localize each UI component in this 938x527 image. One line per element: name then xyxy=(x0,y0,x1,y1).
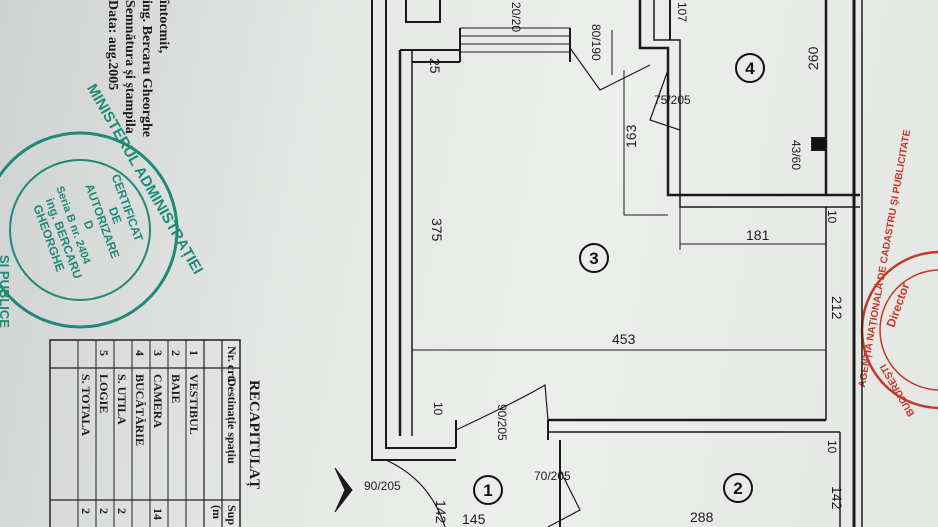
door-75-205 xyxy=(649,69,681,131)
row-3-name: CAMERA xyxy=(151,374,165,428)
dim-25: 25 xyxy=(427,58,443,74)
author-line-2: ing. Bercaru Gheorghe xyxy=(139,0,154,137)
cadastre-stamp-line-3: BUCUREȘTI xyxy=(878,362,917,418)
dim-142-b: 142 xyxy=(829,486,845,510)
table-title: RECAPITULAȚ xyxy=(246,380,262,489)
door-80-190 xyxy=(569,47,651,91)
dim-288: 288 xyxy=(690,509,714,525)
dim-20-20: 20/20 xyxy=(509,2,523,32)
dim-453: 453 xyxy=(612,331,636,347)
header-sup: Sup xyxy=(225,505,239,525)
cadastre-stamp-line-2: Director xyxy=(884,281,913,329)
header-destinatie: Destinație spațiu xyxy=(224,378,239,464)
row-3-nr: 3 xyxy=(151,350,165,356)
dim-142: 142 xyxy=(433,500,449,524)
row-5-name: S. UTILA xyxy=(115,374,129,425)
cadastre-stamp-line-1: AGENȚIA NAȚIONALĂ DE CADASTRU ȘI PUBLICI… xyxy=(855,128,913,388)
row-4-nr: 4 xyxy=(133,350,147,356)
dim-75-205: 75/205 xyxy=(654,93,691,107)
room-4-circle xyxy=(735,53,765,83)
row-1-name: VESTIBUL xyxy=(187,374,201,435)
dim-43-60: 43/60 xyxy=(789,140,803,170)
vent-43-60 xyxy=(811,137,827,151)
header-nr: Nr. crt. xyxy=(225,346,239,383)
author-line-4: Data: aug.2005 xyxy=(105,0,120,90)
room-1-circle xyxy=(473,475,503,505)
stamp-line-2: DE xyxy=(106,205,125,225)
kitchen-wall xyxy=(638,0,860,197)
header-unit: (m xyxy=(210,505,224,519)
author-block: întocmit, ing. Bercaru Gheorghe Semnătur… xyxy=(105,0,171,137)
dim-107: 107 xyxy=(675,2,689,22)
dim-10-b: 10 xyxy=(431,402,445,416)
row-6-name: LOGIE xyxy=(97,374,111,413)
row-6-value: 2 xyxy=(97,508,111,514)
row-7-name: S. TOTALA xyxy=(79,374,93,436)
stamp-text-bottom: ȘI PUBLICE xyxy=(0,255,12,328)
room-2-label: 2 xyxy=(733,479,742,498)
cadastre-stamp: AGENȚIA NAȚIONALĂ DE CADASTRU ȘI PUBLICI… xyxy=(855,128,938,418)
author-line-3: Semnătura și ștampila xyxy=(122,0,137,134)
door-70-205 xyxy=(547,469,581,527)
room-4-label: 4 xyxy=(745,59,755,78)
entrance-door xyxy=(385,459,446,527)
dim-260: 260 xyxy=(805,46,821,70)
author-line-1: întocmit, xyxy=(156,0,171,53)
authorization-stamp: MINISTERUL ADMINISTRAȚIEI ȘI PUBLICE CER… xyxy=(0,81,206,329)
dim-163: 163 xyxy=(623,124,639,148)
dim-375: 375 xyxy=(429,218,445,242)
dim-212: 212 xyxy=(829,296,845,320)
floor-plan-drawing xyxy=(334,0,863,527)
row-1-nr: 1 xyxy=(187,350,201,356)
stamp-line-4: D xyxy=(81,219,97,232)
room-labels: 4 3 1 2 xyxy=(473,53,765,505)
upper-wall-block xyxy=(405,0,441,23)
room-3-circle xyxy=(579,243,609,273)
recap-table: RECAPITULAȚ Nr. crt. Destinație spațiu S… xyxy=(49,339,262,527)
outer-wall-left xyxy=(371,0,456,461)
dim-line-163 xyxy=(623,70,668,216)
dim-90-205-entrance: 90/205 xyxy=(364,479,401,493)
row-7-value: 2 xyxy=(79,508,93,514)
door-90-205 xyxy=(455,383,549,431)
room-2-circle xyxy=(723,473,753,503)
dim-145: 145 xyxy=(462,511,486,527)
dim-70-205: 70/205 xyxy=(534,469,571,483)
dim-90-205: 90/205 xyxy=(495,404,509,441)
entrance-arrow xyxy=(334,467,353,513)
dimension-labels: 20/20 107 80/190 260 25 75/205 163 43/60… xyxy=(364,2,845,527)
row-4-name: BUCĂTĂRIE xyxy=(133,374,147,446)
row-5-value: 2 xyxy=(115,508,129,514)
row-2-name: BAIE xyxy=(169,374,183,403)
dim-10-c: 10 xyxy=(825,440,839,454)
room-3-label: 3 xyxy=(589,249,598,268)
dim-80-190: 80/190 xyxy=(589,24,603,61)
row-2-nr: 2 xyxy=(169,350,183,356)
row-3-value: 14 xyxy=(151,508,165,520)
dim-181: 181 xyxy=(746,227,770,243)
outer-wall-left-inner xyxy=(385,0,456,449)
dim-10-a: 10 xyxy=(825,210,839,224)
room-1-label: 1 xyxy=(483,481,492,500)
row-6-nr: 5 xyxy=(97,350,111,356)
